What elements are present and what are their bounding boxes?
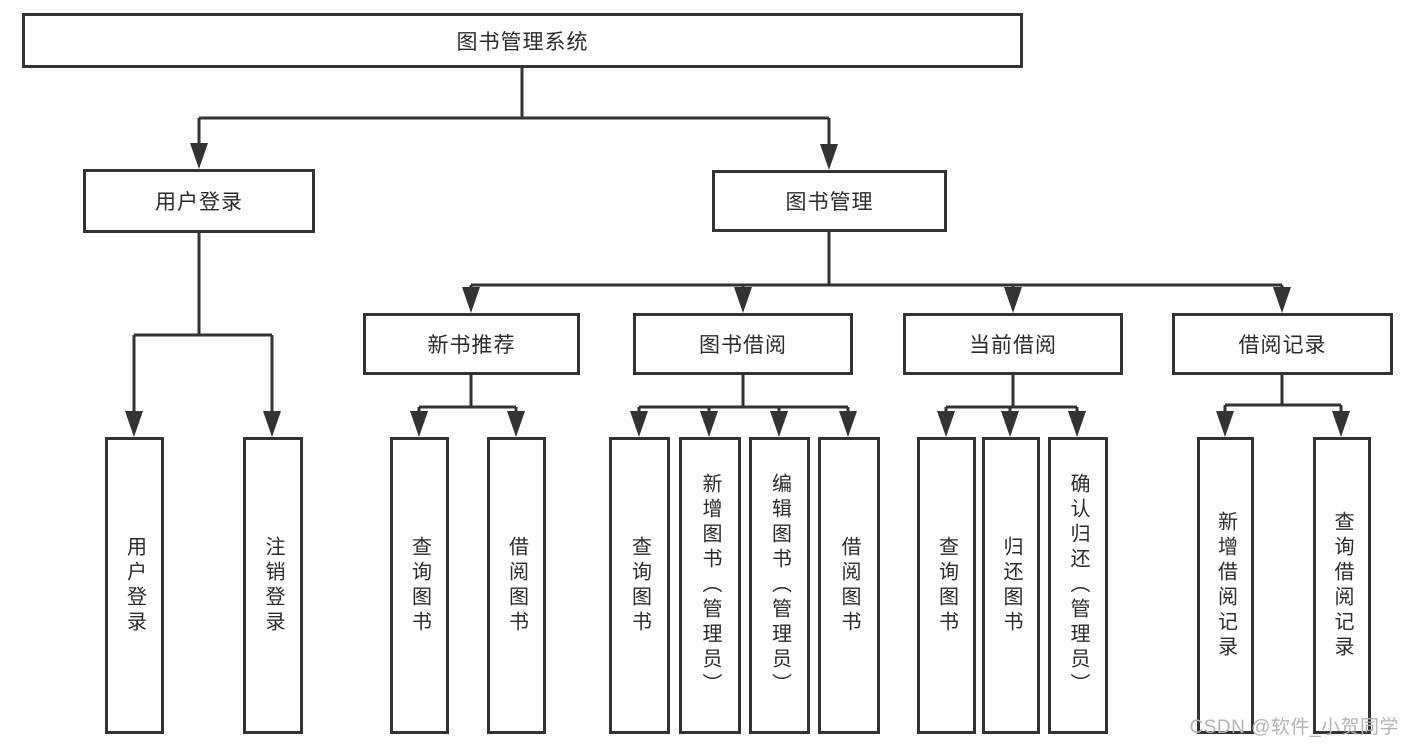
leaf-confirm-return-admin: 确认归还（管理员） bbox=[1048, 437, 1108, 734]
edge-bookmgmt-to-level3 bbox=[469, 232, 1284, 295]
leaf-borrow-books: 借阅图书 bbox=[818, 437, 880, 734]
node-book-borrow: 图书借阅 bbox=[633, 313, 853, 375]
leaf-logout-login-label: 注销登录 bbox=[262, 535, 284, 636]
node-book-borrow-label: 图书借阅 bbox=[699, 334, 787, 357]
node-borrow-records-label: 借阅记录 bbox=[1238, 334, 1327, 357]
leaf-confirm-return-admin-label: 确认归还（管理员） bbox=[1067, 473, 1089, 698]
leaf-return-books: 归还图书 bbox=[982, 437, 1040, 734]
node-new-book-recommend: 新书推荐 bbox=[363, 313, 580, 375]
leaf-borrow-books-recommend: 借阅图书 bbox=[487, 437, 546, 734]
edge-currentborrow-to-leaves bbox=[944, 375, 1079, 419]
leaf-edit-books-admin: 编辑图书（管理员） bbox=[749, 437, 810, 734]
node-user-login-label: 用户登录 bbox=[155, 191, 243, 214]
leaf-add-books-admin: 新增图书（管理员） bbox=[679, 437, 741, 734]
leaf-query-borrow-record: 查询借阅记录 bbox=[1313, 437, 1371, 734]
leaf-borrow-books-recommend-label: 借阅图书 bbox=[505, 535, 528, 636]
node-new-book-recommend-label: 新书推荐 bbox=[427, 334, 516, 357]
csdn-watermark: CSDN @软件_小贺同学 bbox=[1189, 717, 1399, 738]
node-borrow-records: 借阅记录 bbox=[1172, 313, 1393, 375]
node-current-borrow: 当前借阅 bbox=[903, 313, 1123, 375]
leaf-logout-login: 注销登录 bbox=[243, 437, 303, 734]
leaf-add-books-admin-label: 新增图书（管理员） bbox=[699, 473, 721, 698]
leaf-query-borrow-record-label: 查询借阅记录 bbox=[1331, 510, 1353, 661]
node-book-management: 图书管理 bbox=[712, 170, 947, 232]
node-root-system: 图书管理系统 bbox=[22, 13, 1023, 68]
node-user-login: 用户登录 bbox=[83, 169, 315, 233]
leaf-query-books-current: 查询图书 bbox=[917, 437, 976, 734]
leaf-user-login-label: 用户登录 bbox=[123, 535, 146, 636]
leaf-user-login: 用户登录 bbox=[105, 437, 164, 734]
leaf-query-books-recommend-label: 查询图书 bbox=[408, 535, 431, 636]
leaf-query-books-current-label: 查询图书 bbox=[935, 535, 958, 636]
edge-borrowrecords-to-leaves bbox=[1223, 375, 1343, 419]
node-root-label: 图书管理系统 bbox=[456, 30, 589, 54]
leaf-add-borrow-record-label: 新增借阅记录 bbox=[1214, 510, 1237, 661]
leaf-query-books-recommend: 查询图书 bbox=[390, 437, 449, 734]
edge-root-to-level2 bbox=[197, 68, 831, 151]
leaf-query-books-borrow: 查询图书 bbox=[609, 437, 670, 734]
edge-newbookrec-to-leaves bbox=[417, 375, 518, 419]
leaf-borrow-books-label: 借阅图书 bbox=[838, 535, 860, 636]
leaf-return-books-label: 归还图书 bbox=[1000, 535, 1022, 636]
leaf-query-books-borrow-label: 查询图书 bbox=[628, 535, 651, 636]
leaf-edit-books-admin-label: 编辑图书（管理员） bbox=[768, 473, 791, 698]
node-current-borrow-label: 当前借阅 bbox=[969, 334, 1057, 357]
node-book-management-label: 图书管理 bbox=[785, 191, 874, 214]
edge-bookborrow-to-leaves bbox=[637, 375, 850, 419]
edge-userlogin-to-leaves bbox=[132, 233, 274, 418]
leaf-add-borrow-record: 新增借阅记录 bbox=[1197, 437, 1254, 734]
